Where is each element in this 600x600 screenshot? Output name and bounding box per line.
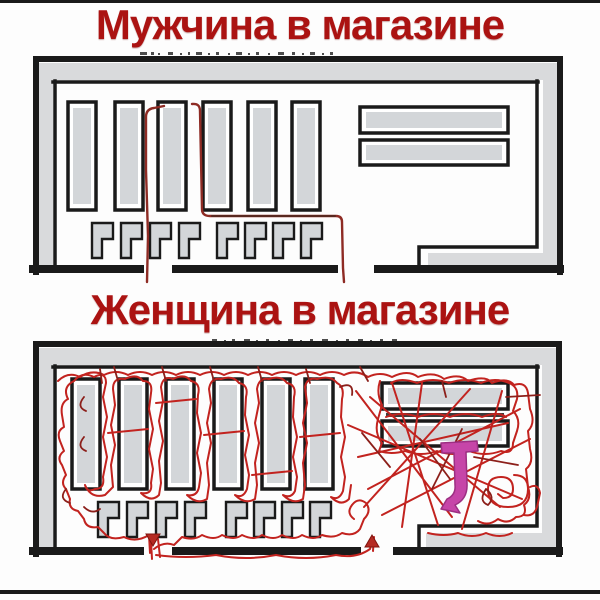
shelf-columns: [66, 100, 322, 212]
checkout-stand: [271, 221, 296, 260]
shelf-column: [246, 100, 278, 212]
artifact-dashes: [140, 52, 333, 55]
checkout-stand: [224, 500, 249, 539]
shelf-column: [156, 100, 188, 212]
shelf-column: [113, 100, 145, 212]
checkout-stand: [96, 500, 121, 539]
shelf-column: [66, 100, 98, 212]
checkout-stand: [90, 221, 115, 260]
shelf-column: [70, 377, 102, 491]
checkout-stand: [119, 221, 144, 260]
title-man-in-store: Мужчина в магазине: [95, 1, 505, 48]
image-bottom-border: [0, 590, 600, 594]
shelf-column: [164, 377, 196, 491]
checkout-stands: [90, 221, 324, 260]
up-triangle-icon: [364, 534, 380, 548]
checkout-stand: [252, 500, 277, 539]
checkout-stand: [177, 221, 202, 260]
checkout-stand: [125, 500, 150, 539]
down-arrow-icon: [440, 440, 479, 514]
inner-wall: [51, 364, 540, 550]
wall-band: [39, 348, 556, 549]
checkout-stand: [299, 221, 324, 260]
man-route-path: [144, 102, 346, 284]
checkout-stand: [154, 500, 179, 539]
shelf-column: [117, 377, 149, 491]
outer-wall: [33, 56, 563, 275]
outer-wall: [33, 341, 562, 557]
checkout-stand: [148, 221, 173, 260]
down-triangle-icon: [145, 533, 161, 547]
checkout-stand: [280, 500, 305, 539]
store-plan-woman: [29, 339, 563, 560]
inner-wall: [51, 79, 540, 268]
image-top-border: [0, 0, 600, 3]
checkout-stands: [96, 500, 333, 539]
title-woman-in-store: Женщина в магазине: [90, 286, 511, 333]
shelf-columns: [70, 377, 335, 491]
shelf-column: [201, 100, 233, 212]
checkout-stand: [183, 500, 208, 539]
wall-band: [39, 63, 557, 267]
shelf-wide: [358, 105, 510, 135]
shelf-wide-pair: [358, 105, 510, 167]
store-plan-man: [29, 52, 564, 284]
shelf-wide: [358, 138, 510, 167]
checkout-stand: [215, 221, 240, 260]
shelf-column: [290, 100, 322, 212]
checkout-stand: [308, 500, 333, 539]
checkout-stand: [243, 221, 268, 260]
